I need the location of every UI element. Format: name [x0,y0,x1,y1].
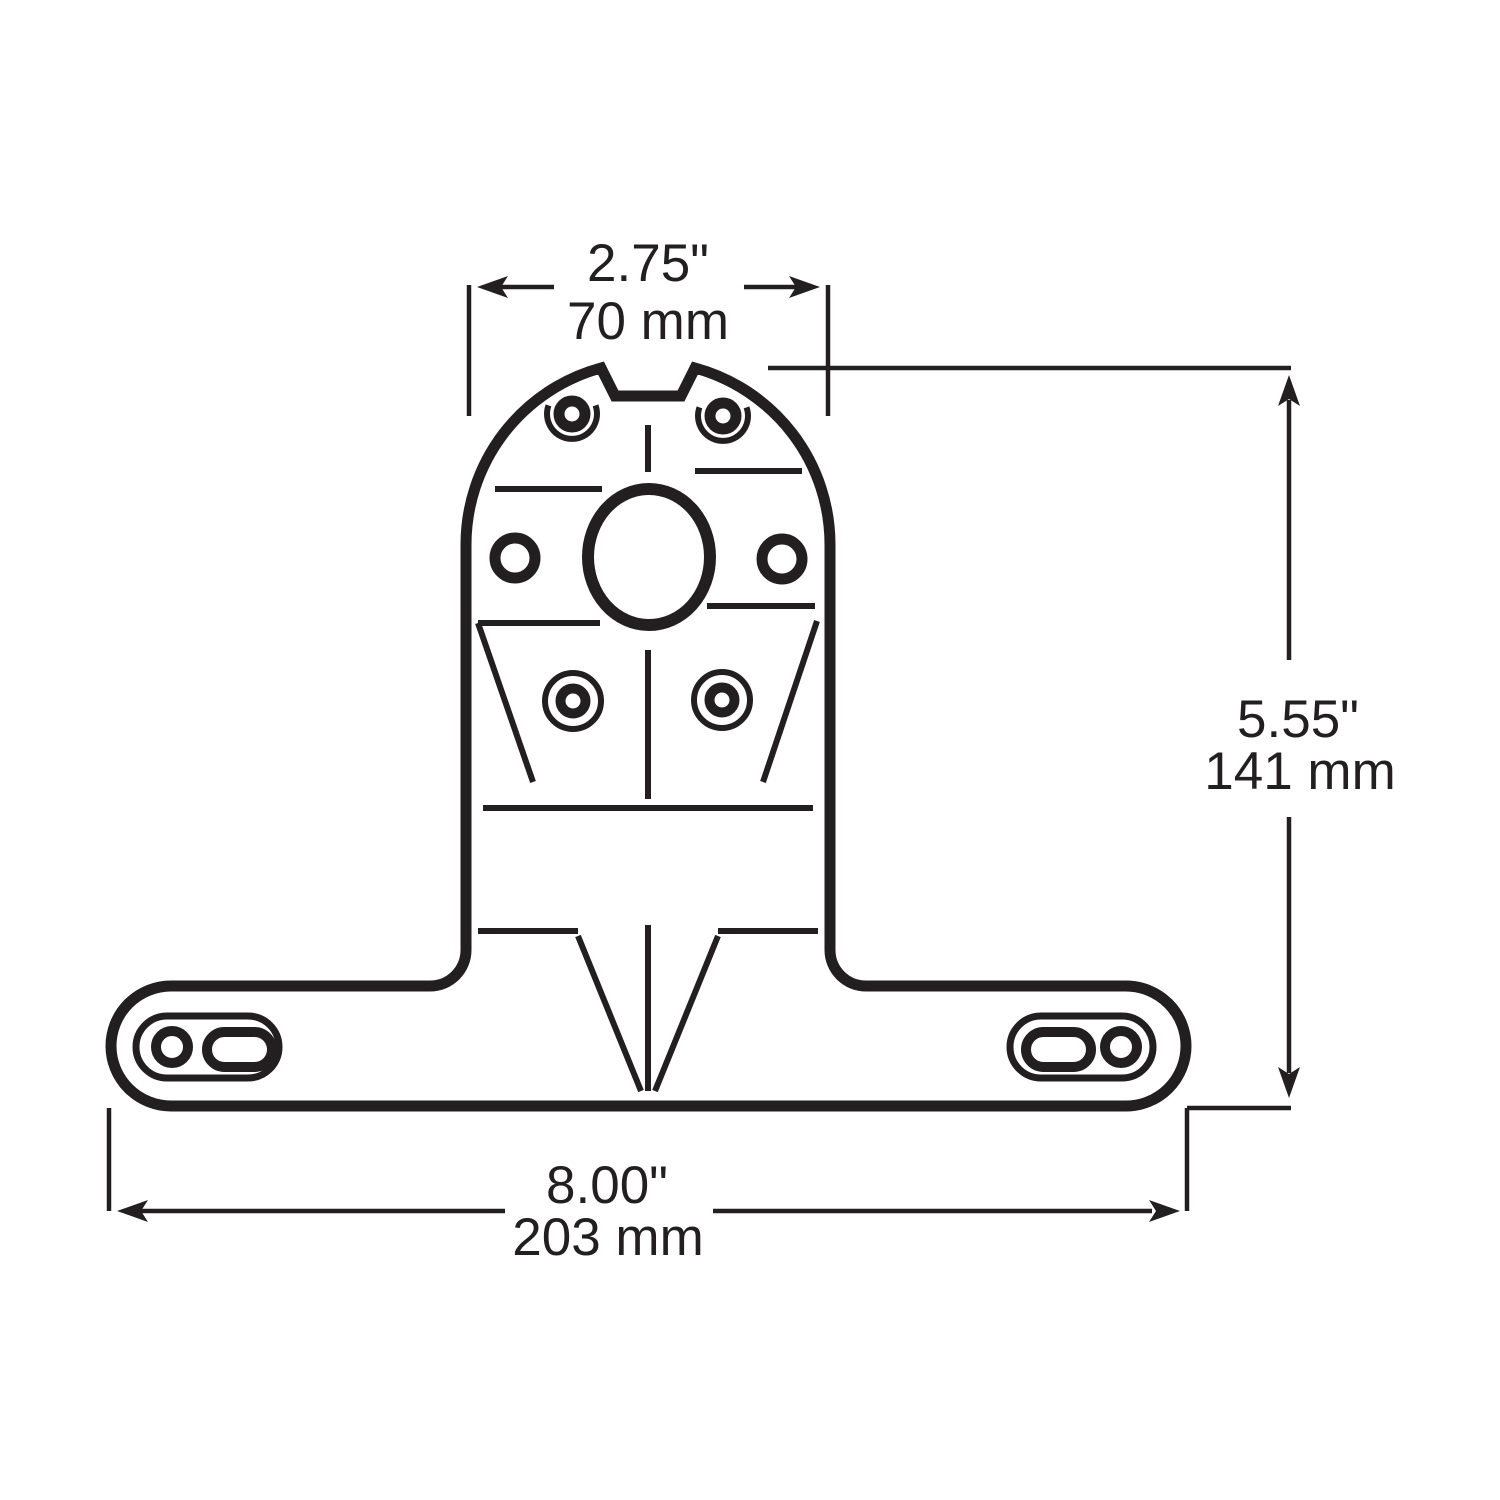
side-hole-right [756,533,808,585]
base-plate-slots [132,1012,1157,1082]
dome-details [489,395,808,631]
arrow-down-icon [1278,1067,1300,1098]
side-hole-left [489,532,541,584]
dimension-height: 5.55" 141 mm [768,365,1396,1111]
rivet-hole-right [704,682,740,718]
arrow-right-icon [789,276,820,298]
slot-hole-left [151,1026,193,1068]
column-details [475,603,820,1093]
arrow-right-icon [1149,1200,1180,1222]
dimension-top-width: 2.75" 70 mm [466,234,831,416]
screw-hole-top-right [704,397,742,435]
dim-label-base-metric: 203 mm [512,1208,703,1267]
dim-label-top-inches: 2.75" [587,234,709,293]
arrow-left-icon [477,276,508,298]
slot-recess-left [132,1012,283,1082]
center-light-hole [582,483,716,631]
dim-label-height-inches: 5.55" [1237,690,1359,749]
slot-obround-right [1021,1027,1096,1072]
boss-arc-top-left [544,404,600,442]
gusset-line-right [652,934,721,1093]
taper-line-right [760,620,820,783]
dimension-base-width: 8.00" 203 mm [106,1108,1190,1267]
boss-arc-top-right [695,406,751,444]
arrow-up-icon [1278,375,1300,406]
rivet-boss-left [542,670,604,732]
rivet-hole-left [555,683,591,719]
slot-hole-right [1100,1026,1142,1068]
slot-recess-right [1006,1012,1157,1082]
dim-label-base-inches: 8.00" [546,1156,668,1215]
dim-label-height-metric: 141 mm [1204,742,1395,801]
taper-line-left [475,622,536,783]
screw-hole-top-left [553,395,591,433]
gusset-line-left [575,934,644,1093]
dim-label-top-metric: 70 mm [567,292,729,351]
arrow-left-icon [117,1200,148,1222]
bracket-outline [105,361,1192,1112]
slot-obround-left [202,1027,277,1072]
rivet-boss-right [691,669,753,731]
